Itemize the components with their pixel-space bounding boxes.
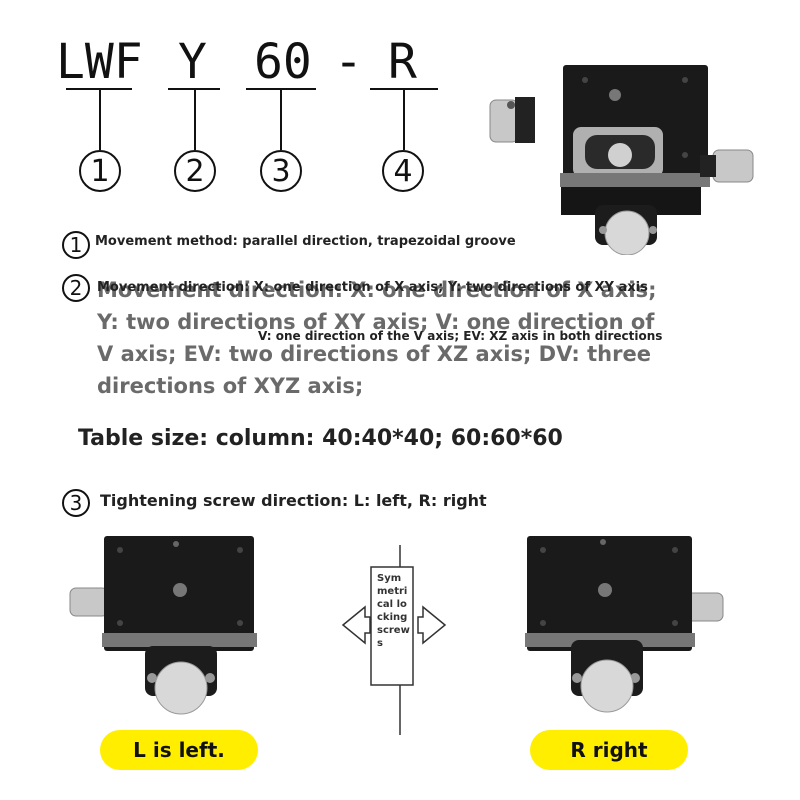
item-3-text: Tightening screw direction: L: left, R: … (100, 491, 487, 510)
callout-1: 1 (79, 150, 121, 192)
item-3-number: 3 (62, 489, 90, 517)
product-photo-right (525, 536, 724, 713)
leader-2 (194, 88, 196, 150)
leader-1 (99, 88, 101, 150)
code-separator: - (334, 34, 363, 90)
symmetry-diagram (341, 545, 447, 735)
callout-2: 2 (174, 150, 216, 192)
code-screw: R (388, 34, 417, 90)
callout-4: 4 (382, 150, 424, 192)
code-size: 60 (254, 34, 312, 90)
code-direction: Y (178, 34, 207, 90)
callout-3: 3 (260, 150, 302, 192)
leader-4 (403, 88, 405, 150)
code-series: LWF (56, 34, 143, 90)
table-size: Table size: column: 40:40*40; 60:60*60 (78, 426, 563, 451)
label-right: R right (530, 730, 688, 770)
item-2-number: 2 (62, 274, 90, 302)
item-2-subtext: V: one direction of the V axis; EV: XZ a… (258, 329, 663, 343)
item-2-text-large: Movement direction: X: one direction of … (97, 278, 657, 398)
symmetry-label: Symmetrical locking screws (377, 573, 410, 649)
item-1-number: 1 (62, 231, 90, 259)
product-photo-xy-stage (489, 65, 754, 255)
item-2-text: Movement direction: X: one direction of … (97, 280, 648, 295)
label-left: L is left. (100, 730, 258, 770)
leader-3 (280, 88, 282, 150)
item-1-text: Movement method: parallel direction, tra… (95, 234, 516, 249)
product-photo-left (69, 536, 257, 715)
